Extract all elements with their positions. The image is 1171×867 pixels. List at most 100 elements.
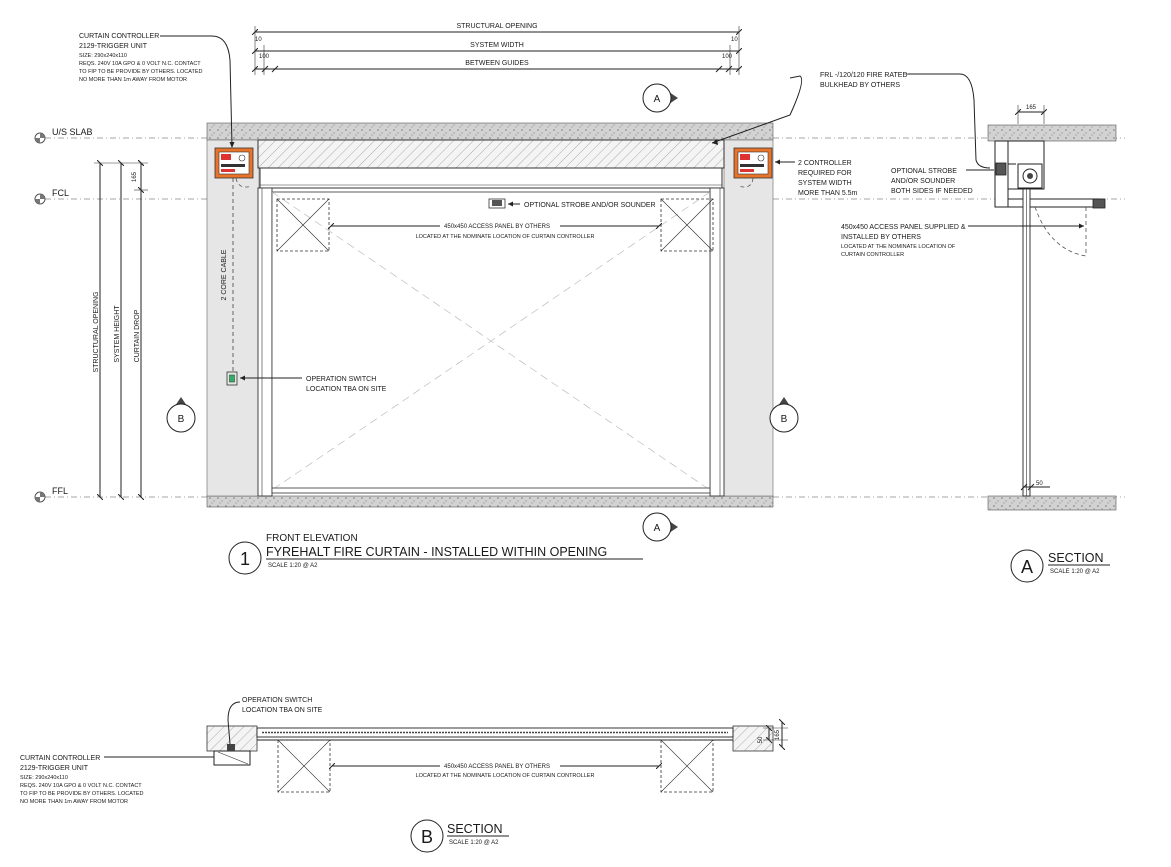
section-b-scale: SCALE 1:20 @ A2 [449,840,499,846]
svg-text:A: A [654,523,661,534]
dim-ten-left: 10 [255,37,262,43]
section-b-controller-line6: NO MORE THAN 1m AWAY FROM MOTOR [20,799,128,805]
svg-text:B: B [781,414,788,425]
section-b-dim-165: 165 [775,729,781,740]
controller-note-line2: 2129-TRIGGER UNIT [79,43,148,50]
two-controller-line1: 2 CONTROLLER [798,160,852,167]
section-b-access-panel-left [277,739,331,793]
controller-left [214,147,254,179]
section-b-switch [227,744,235,751]
switch-note-line1: OPERATION SWITCH [306,376,376,383]
section-marker-b-left: B [166,397,196,433]
section-marker-a-bottom: A [642,512,678,542]
section-a-access-line3: LOCATED AT THE NOMINATE LOCATION OF [841,244,956,250]
strobe-note: OPTIONAL STROBE AND/OR SOUNDER [524,202,656,209]
vertical-dimensions: STRUCTURAL OPENING SYSTEM HEIGHT CURTAIN… [93,163,148,497]
floor-slab [206,495,774,508]
vdim-system-height: SYSTEM HEIGHT [114,305,121,363]
dim-between-guides: BETWEEN GUIDES [465,60,529,67]
level-symbol-us-slab [34,132,46,144]
controller-note-line3: SIZE: 290x240x110 [79,53,127,59]
operation-switch [226,371,238,386]
section-a-strobe [995,162,1007,176]
svg-text:B: B [178,414,185,425]
access-panel-label: 450x450 ACCESS PANEL BY OTHERS [444,224,550,230]
front-elevation: U/S SLAB FCL FFL [34,23,1125,575]
controller-note-line5: TO FIP TO BE PROVIDE BY OTHERS. LOCATED [79,69,203,75]
section-a-strobe-line3: BOTH SIDES IF NEEDED [891,188,973,195]
view-subtitle: FRONT ELEVATION [266,533,358,544]
bottom-bar [271,487,711,494]
dim-structural-opening: STRUCTURAL OPENING [456,23,537,30]
section-b: 450x450 ACCESS PANEL BY OTHERS LOCATED A… [20,697,788,853]
vdim-curtain-drop: CURTAIN DROP [134,309,141,362]
section-b-marker: B [421,827,433,847]
cable-label: 2 CORE CABLE [221,249,228,300]
view-number: 1 [240,549,250,569]
level-label-ffl: FFL [52,486,68,496]
section-a-access-line1: 450x450 ACCESS PANEL SUPPLIED & [841,224,966,231]
section-a-floor [987,495,1117,511]
section-a-dim-50: 50 [1036,481,1043,487]
two-controller-line3: SYSTEM WIDTH [798,180,852,187]
strobe-sounder [488,198,506,209]
level-symbol-fcl [34,193,46,205]
section-b-controller-line2: 2129-TRIGGER UNIT [20,765,89,772]
dim-hundred-right: 100 [722,54,733,60]
section-b-title: B SECTION SCALE 1:20 @ A2 [410,819,509,853]
level-label-us-slab: U/S SLAB [52,127,93,137]
controller-right [733,147,773,179]
section-b-heading: SECTION [447,822,503,836]
section-a-strobe-line1: OPTIONAL STROBE [891,168,957,175]
section-b-access-panel-right [660,739,714,793]
front-elevation-title: 1 FRONT ELEVATION FYREHALT FIRE CURTAIN … [228,533,643,575]
view-scale: SCALE 1:20 @ A2 [268,563,318,569]
left-guide [257,187,273,497]
two-controller-line4: MORE THAN 5.5m [798,190,858,197]
section-marker-a-top: A [642,83,678,113]
dim-hundred-left: 100 [259,54,270,60]
controller-note-line1: CURTAIN CONTROLLER [79,33,159,40]
section-a-access-line4: CURTAIN CONTROLLER [841,252,904,258]
level-label-fcl: FCL [52,188,69,198]
section-a: 165 50 FRL -/120/120 FIRE RATED BULKHEAD… [711,72,1117,583]
section-b-wall-right [732,725,774,752]
section-b-access-label: 450x450 ACCESS PANEL BY OTHERS [444,764,550,770]
vdim-top-165: 165 [132,171,138,182]
section-a-marker: A [1021,557,1033,577]
controller-note-line6: NO MORE THAN 1m AWAY FROM MOTOR [79,77,187,83]
section-marker-b-right: B [769,397,799,433]
bulkhead-note-line2: BULKHEAD BY OTHERS [820,82,900,89]
right-wall [723,139,774,497]
section-b-controller-line3: SIZE: 290x240x110 [20,775,68,781]
section-a-heading: SECTION [1048,551,1104,565]
switch-note-line2: LOCATION TBA ON SITE [306,386,387,393]
section-a-slab [987,124,1117,142]
section-b-controller-line5: TO FIP TO BE PROVIDE BY OTHERS. LOCATED [20,791,144,797]
level-symbol-ffl [34,491,46,503]
bulkhead-note-line1: FRL -/120/120 FIRE RATED [820,72,908,79]
two-controller-line2: REQUIRED FOR [798,170,852,177]
section-a-title: A SECTION SCALE 1:20 @ A2 [1010,549,1110,583]
controller-note-line4: REQS. 240V 10A GPO & 0 VOLT N.C. CONTACT [79,61,201,67]
vdim-structural-opening: STRUCTURAL OPENING [93,291,100,372]
dim-ten-right: 10 [731,37,738,43]
view-title: FYREHALT FIRE CURTAIN - INSTALLED WITHIN… [266,545,607,559]
section-b-switch-line1: OPERATION SWITCH [242,697,312,704]
section-b-access-note: LOCATED AT THE NOMINATE LOCATION OF CURT… [416,773,595,779]
section-a-scale: SCALE 1:20 @ A2 [1050,569,1100,575]
section-a-strobe-line2: AND/OR SOUNDER [891,178,955,185]
section-b-controller-line1: CURTAIN CONTROLLER [20,755,100,762]
dim-system-width: SYSTEM WIDTH [470,42,524,49]
top-dimensions: STRUCTURAL OPENING 10 10 SYSTEM WIDTH 10… [255,23,739,75]
section-b-switch-line2: LOCATION TBA ON SITE [242,707,323,714]
curtain-headbox [257,139,725,169]
access-panel-note: LOCATED AT THE NOMINATE LOCATION OF CURT… [416,234,595,240]
section-b-dim-50: 50 [758,736,764,743]
section-b-controller-line4: REQS. 240V 10A GPO & 0 VOLT N.C. CONTACT [20,783,142,789]
curtain-roller-box [259,167,723,189]
section-a-dim-165: 165 [1026,105,1037,111]
ceiling-slab [206,122,774,141]
section-a-access-line2: INSTALLED BY OTHERS [841,234,921,241]
